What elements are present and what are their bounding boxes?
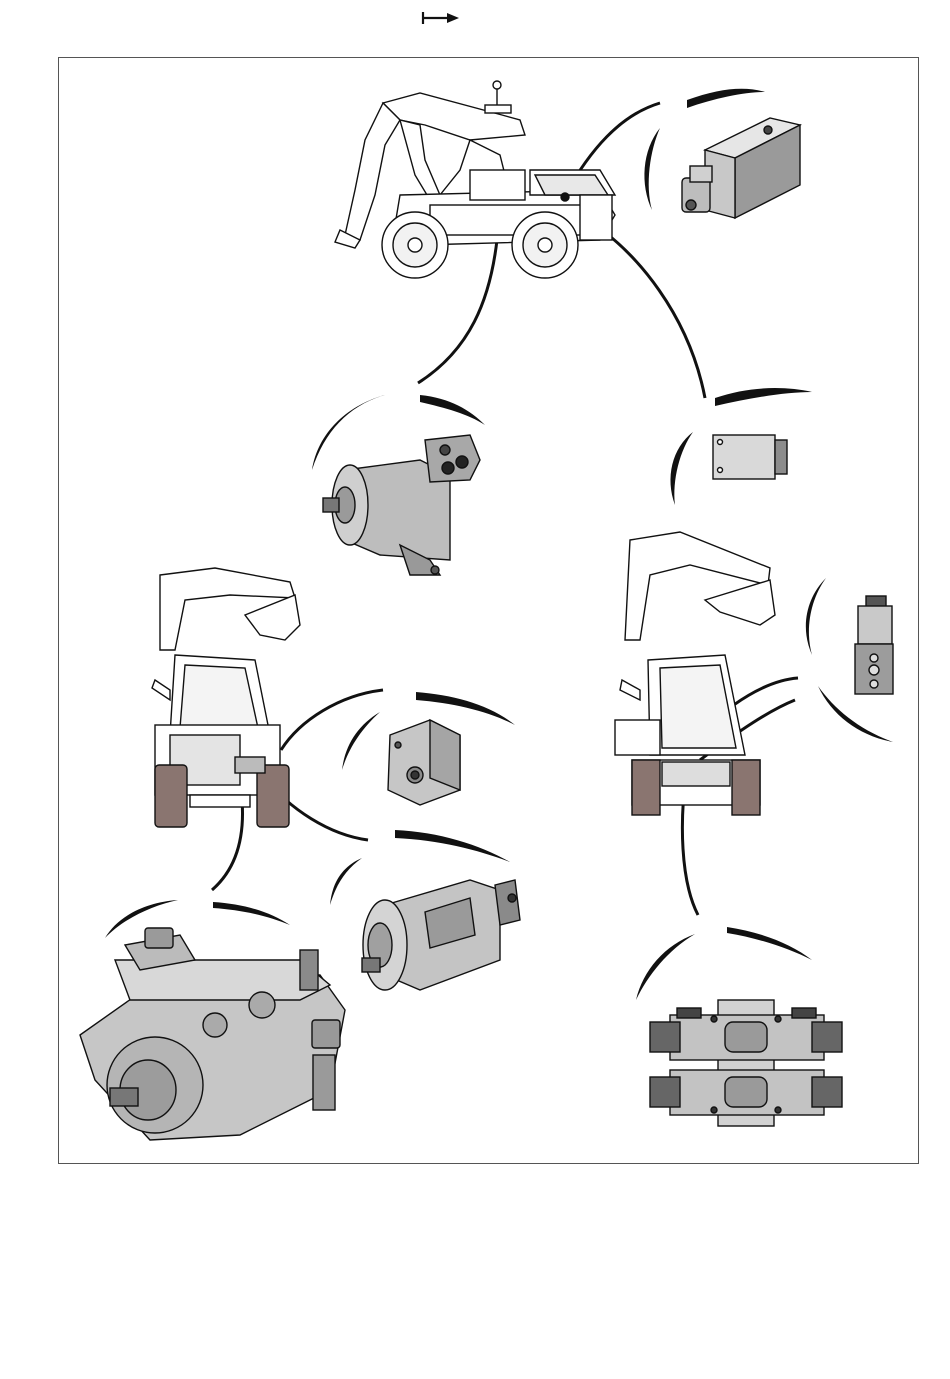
crawler-excavator-illustration — [615, 532, 775, 815]
gear-pump — [388, 720, 460, 805]
axial-piston-motor — [323, 435, 480, 575]
axial-piston-pump — [362, 880, 520, 990]
solenoid-valve-block — [682, 118, 800, 218]
directional-valve-pair — [650, 1000, 842, 1126]
variable-piston-pump-large — [80, 928, 345, 1140]
backhoe-loader-illustration — [152, 568, 300, 827]
valve-stack-vertical — [855, 596, 893, 694]
control-block-small — [713, 435, 787, 479]
wheeled-excavator-illustration — [335, 81, 615, 278]
